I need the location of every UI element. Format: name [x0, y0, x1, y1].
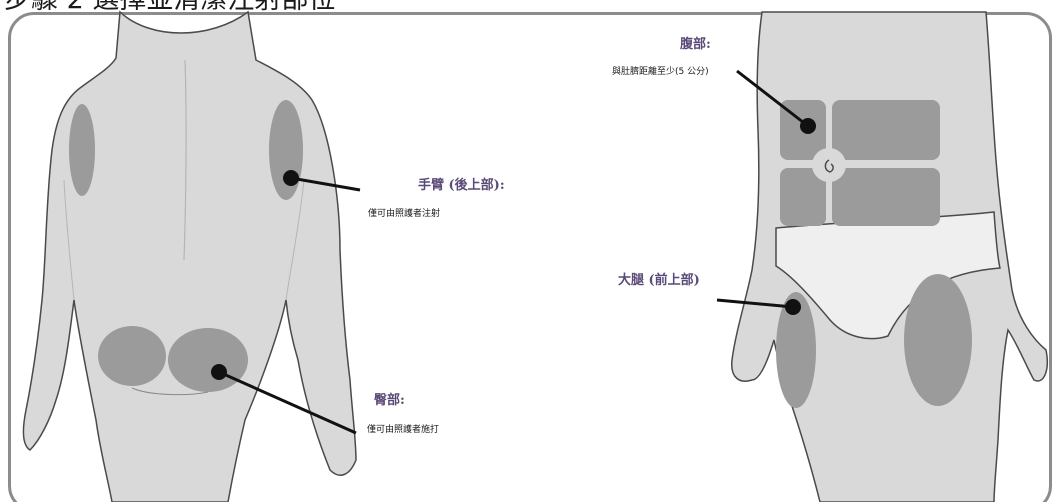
- navel-exclusion-zone: [812, 148, 846, 182]
- abdomen-site-upper-right[interactable]: [832, 100, 940, 160]
- upper-arm-note: 僅可由照護者注射: [368, 210, 440, 219]
- abdomen-site-lower-right[interactable]: [832, 168, 940, 226]
- buttocks-label: 臀部:: [374, 394, 405, 407]
- back-right-arm-site[interactable]: [269, 100, 303, 200]
- step-title: 步驟 2 選擇並清潔注射部位: [4, 0, 335, 13]
- thigh-label: 大腿 (前上部): [618, 274, 700, 287]
- buttock-right-site[interactable]: [168, 328, 248, 392]
- buttock-left-site: [98, 326, 166, 386]
- buttocks-note: 僅可由照護者施打: [367, 426, 439, 435]
- back-view-figure: [23, 12, 356, 502]
- back-body-outline: [23, 12, 356, 502]
- abdomen-label: 腹部:: [680, 38, 711, 51]
- abdomen-note: 與肚臍距離至少(5 公分): [612, 68, 709, 77]
- back-left-arm-site: [69, 104, 95, 196]
- thigh-right-site: [904, 274, 972, 406]
- upper-arm-label: 手臂 (後上部):: [418, 179, 505, 192]
- front-view-figure: [732, 12, 1048, 502]
